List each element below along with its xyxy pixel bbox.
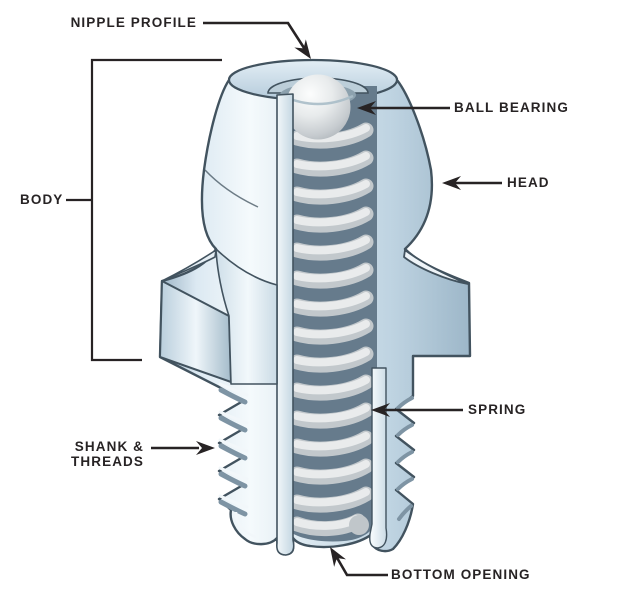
arrowheads — [196, 39, 461, 567]
label-bottom-opening: BOTTOM OPENING — [391, 567, 531, 582]
label-body: BODY — [20, 192, 64, 207]
spring-coils — [289, 122, 374, 537]
label-spring: SPRING — [468, 402, 527, 417]
arrowhead-ball-bearing — [357, 101, 376, 115]
label-nipple-profile: NIPPLE PROFILE — [70, 15, 197, 30]
ball-bearing-shape — [285, 74, 351, 140]
arrowhead-bottom-opening — [330, 547, 347, 567]
spring-end-cap — [349, 515, 369, 535]
left-threads — [218, 382, 257, 539]
label-shank-threads: SHANK & THREADS — [71, 439, 144, 469]
cut-wall-left — [276, 93, 295, 556]
body-bracket — [66, 58, 222, 362]
leader-nipple-profile — [203, 21, 308, 52]
arrowhead-shank-threads — [196, 441, 215, 455]
head-facet-line — [204, 169, 259, 208]
label-ball-bearing: BALL BEARING — [454, 100, 569, 115]
arrowhead-head — [442, 176, 461, 190]
arrowhead-nipple-profile — [294, 39, 311, 59]
leader-bottom-opening — [334, 555, 388, 577]
hex-cut-face — [215, 248, 278, 385]
right-threads — [396, 396, 414, 521]
leader-lines — [151, 21, 502, 577]
cut-wall-right — [369, 367, 388, 549]
hex-top-face-right — [403, 249, 469, 285]
label-head: HEAD — [507, 175, 550, 190]
arrowhead-spring — [371, 403, 390, 417]
